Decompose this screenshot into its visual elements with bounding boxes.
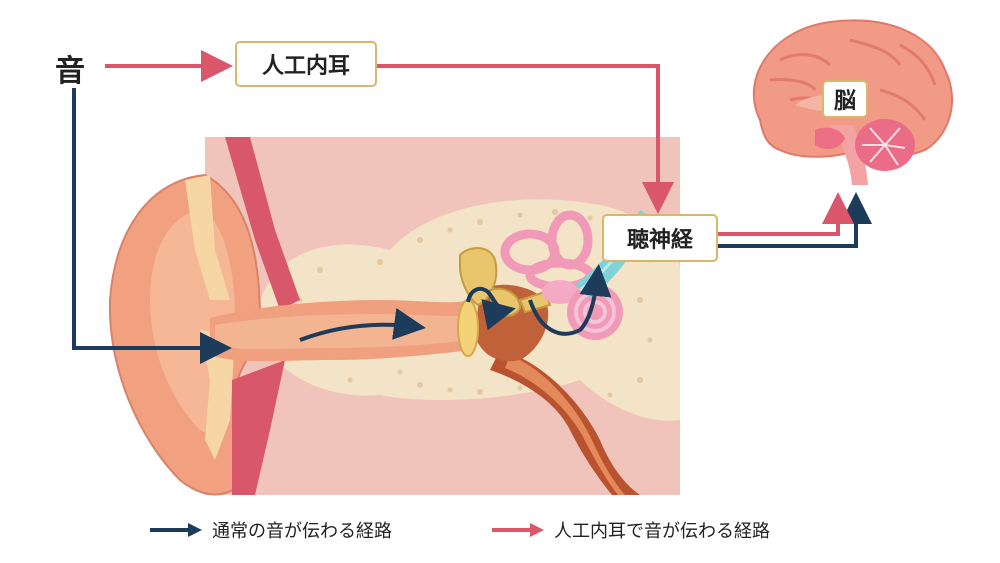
- implant-sound-path: [105, 50, 854, 236]
- cochlear-implant-label: 人工内耳: [235, 41, 377, 87]
- normal-sound-path: [72, 88, 872, 364]
- legend-implant: 人工内耳で音が伝わる経路: [492, 517, 770, 543]
- brain-label: 脳: [822, 80, 868, 118]
- legend-normal-label: 通常の音が伝わる経路: [212, 521, 392, 542]
- legend-implant-label: 人工内耳で音が伝わる経路: [554, 521, 770, 542]
- auditory-nerve-label: 聴神経: [602, 214, 718, 262]
- navy-arrow-icon: [150, 523, 202, 537]
- red-arrow-icon: [492, 523, 544, 537]
- bone-texture: [297, 209, 653, 398]
- sound-label: 音: [55, 54, 85, 89]
- legend-normal: 通常の音が伝わる経路: [150, 517, 392, 543]
